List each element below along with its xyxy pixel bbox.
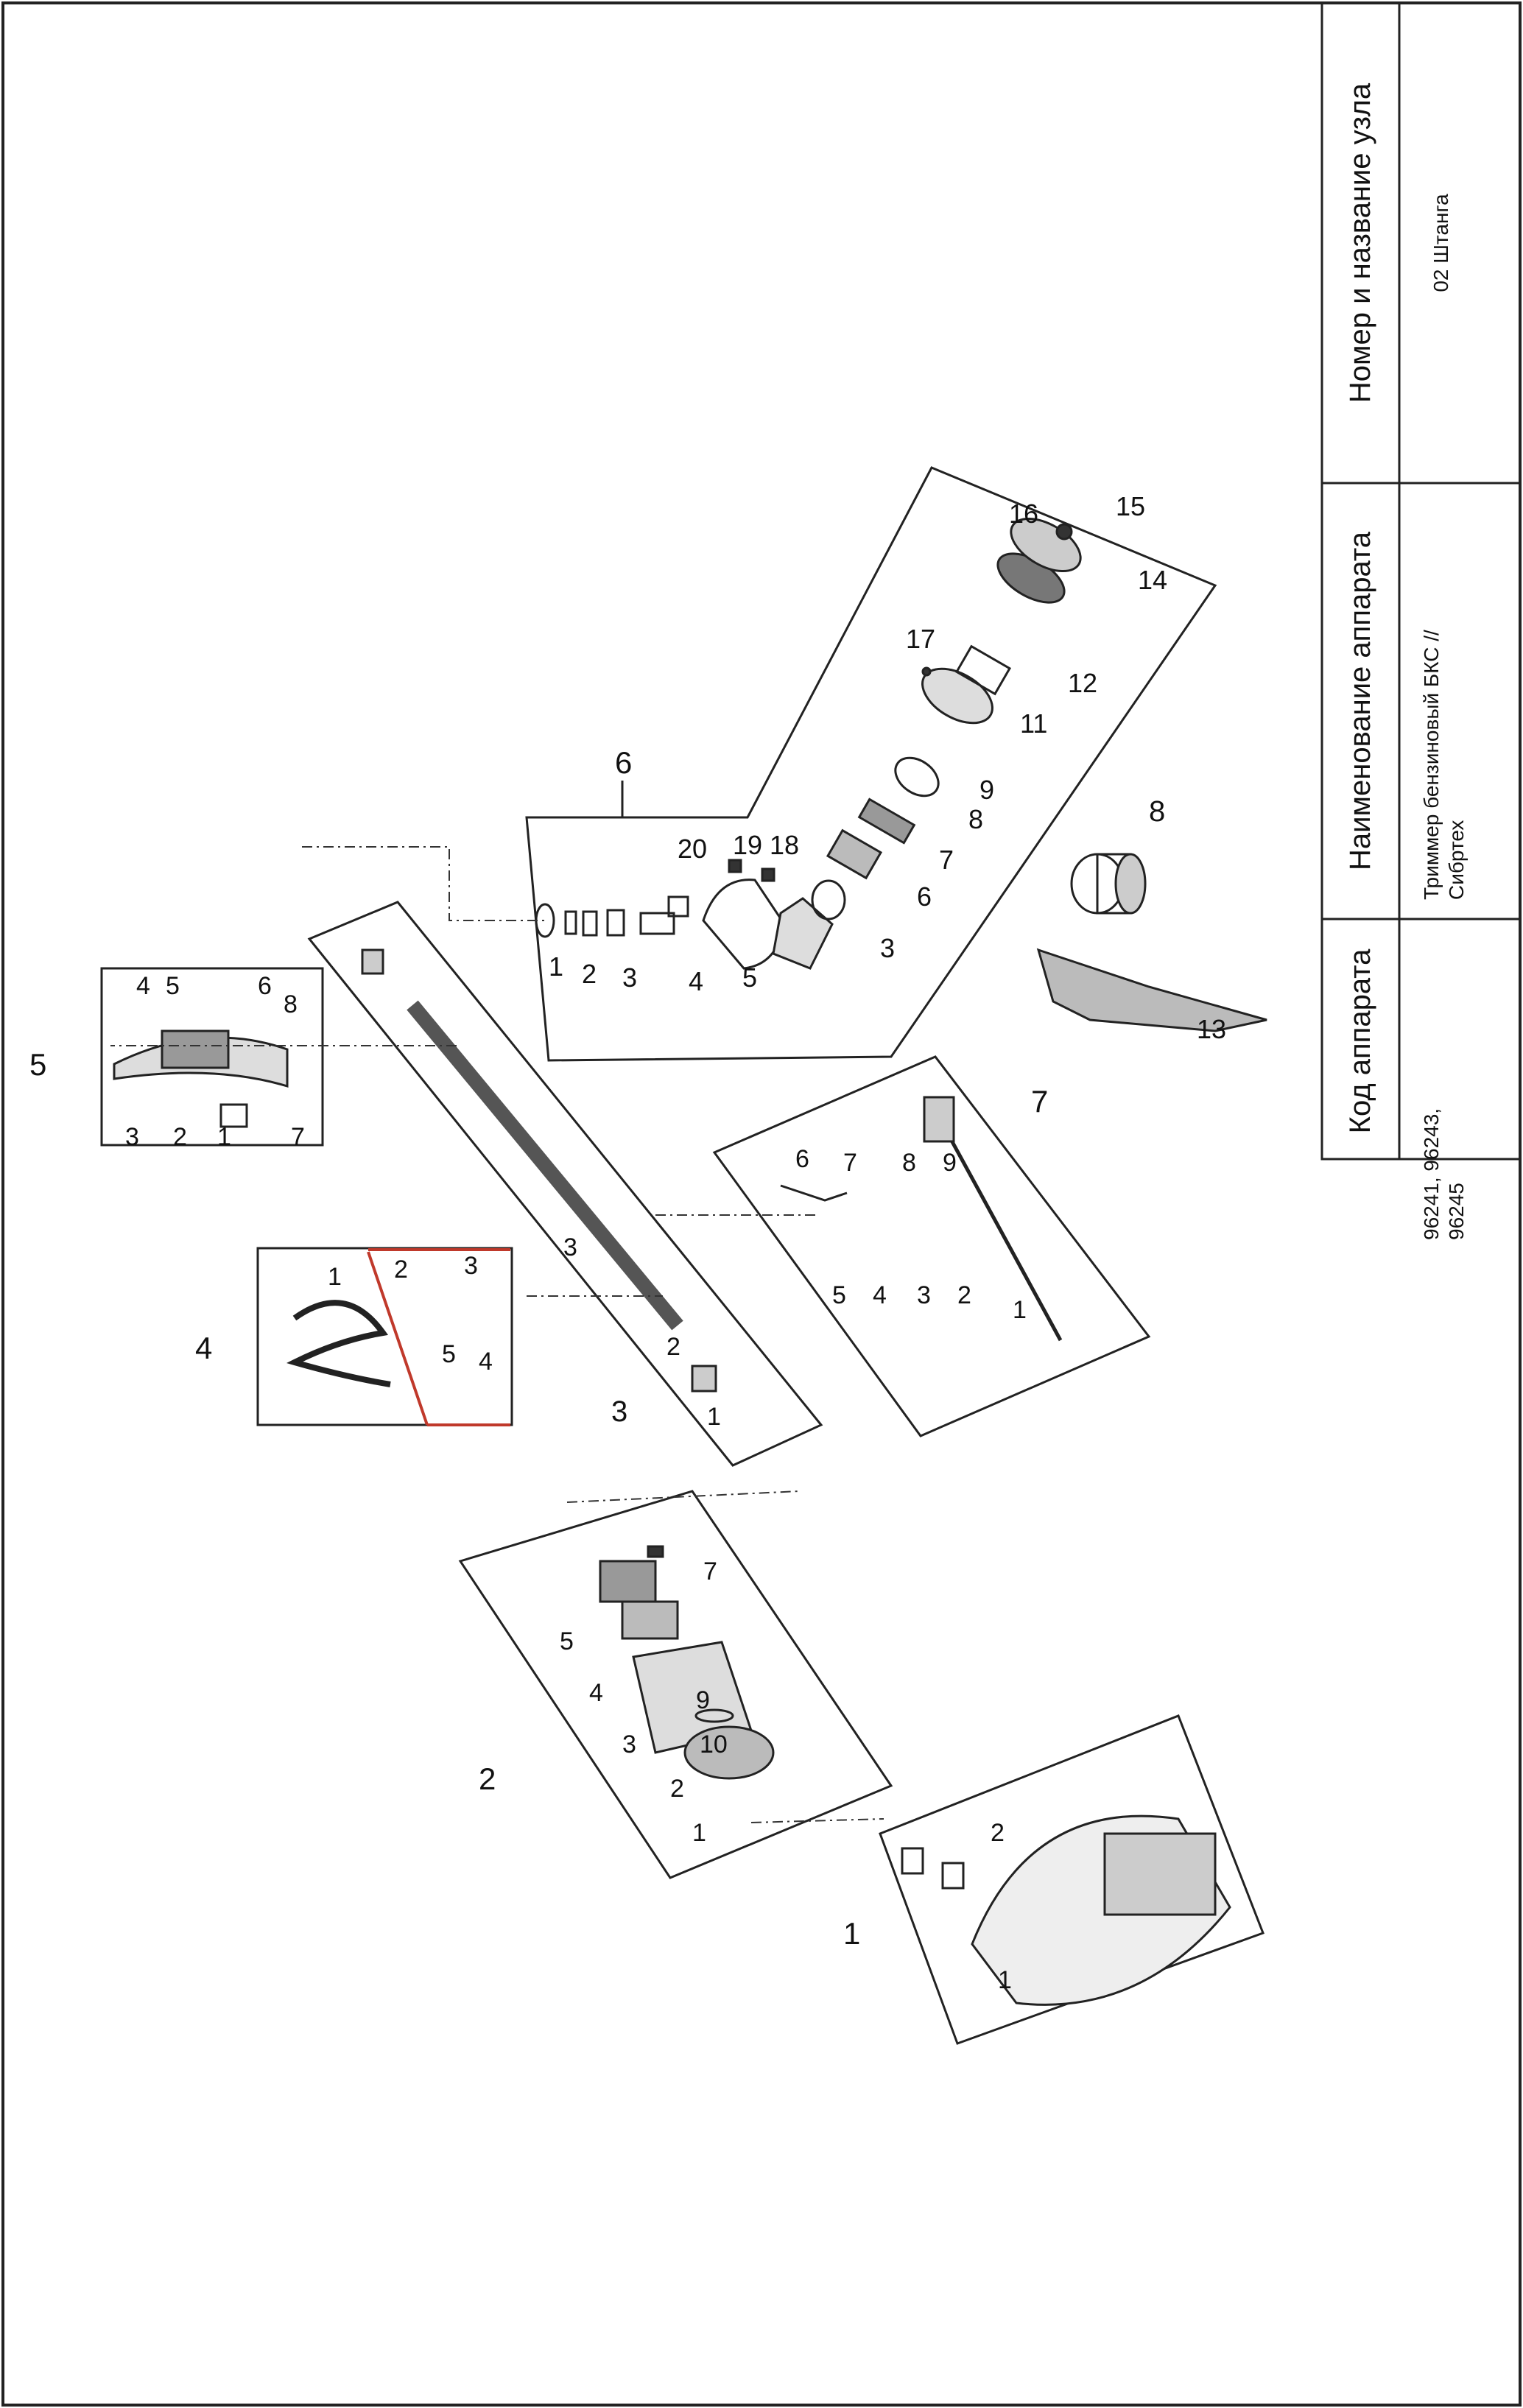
svg-text:2: 2 bbox=[479, 1761, 496, 1796]
svg-text:9: 9 bbox=[696, 1686, 710, 1714]
name-value: Триммер бензиновый БКС // Сибртех bbox=[1420, 630, 1468, 900]
group-13-blade bbox=[1036, 948, 1267, 1032]
svg-text:8: 8 bbox=[902, 1149, 916, 1177]
name-header: Наименование аппарата bbox=[1344, 532, 1376, 870]
svg-text:7: 7 bbox=[703, 1557, 717, 1585]
title-block bbox=[1320, 1, 1522, 1161]
connector-lines bbox=[110, 846, 884, 1823]
svg-text:3: 3 bbox=[611, 1395, 627, 1428]
svg-text:3: 3 bbox=[622, 1731, 636, 1759]
svg-text:5: 5 bbox=[29, 1047, 46, 1082]
svg-text:7: 7 bbox=[939, 845, 954, 875]
svg-text:1: 1 bbox=[217, 1123, 231, 1151]
svg-text:15: 15 bbox=[1116, 491, 1145, 521]
svg-text:5: 5 bbox=[742, 962, 757, 993]
svg-text:5: 5 bbox=[166, 972, 180, 1000]
group-8-label: 8 bbox=[1149, 795, 1165, 828]
group-3-labels: 3 2 1 3 bbox=[563, 1233, 721, 1431]
unit-header: Номер и название узла bbox=[1344, 82, 1376, 404]
svg-text:9: 9 bbox=[943, 1149, 957, 1177]
svg-text:2: 2 bbox=[991, 1819, 1005, 1847]
svg-text:6: 6 bbox=[258, 972, 272, 1000]
svg-text:3: 3 bbox=[464, 1252, 478, 1280]
svg-text:2: 2 bbox=[670, 1775, 684, 1803]
group-7-throttle bbox=[712, 1055, 1151, 1437]
svg-text:8: 8 bbox=[968, 804, 983, 834]
svg-text:3: 3 bbox=[880, 933, 895, 963]
svg-text:2: 2 bbox=[582, 959, 597, 989]
group-3-shaft bbox=[307, 901, 823, 1467]
svg-text:2: 2 bbox=[394, 1256, 408, 1284]
group-8-spool bbox=[1070, 853, 1147, 915]
svg-text:6: 6 bbox=[795, 1145, 809, 1173]
svg-text:7: 7 bbox=[843, 1149, 857, 1177]
svg-text:5: 5 bbox=[442, 1340, 456, 1368]
group-6-labels: 6 1 2 3 4 5 3 6 7 8 9 11 12 14 16 15 17 … bbox=[549, 491, 1167, 996]
svg-text:12: 12 bbox=[1068, 668, 1097, 698]
svg-text:6: 6 bbox=[917, 881, 932, 912]
svg-text:6: 6 bbox=[615, 745, 632, 780]
svg-text:10: 10 bbox=[700, 1731, 728, 1759]
svg-text:2: 2 bbox=[173, 1123, 187, 1151]
svg-text:3: 3 bbox=[125, 1123, 139, 1151]
svg-text:1: 1 bbox=[1013, 1296, 1027, 1324]
svg-text:16: 16 bbox=[1009, 499, 1038, 529]
svg-text:2: 2 bbox=[666, 1333, 680, 1361]
group-1-engine-cover bbox=[879, 1714, 1265, 2045]
svg-text:1: 1 bbox=[998, 1966, 1012, 1994]
svg-text:3: 3 bbox=[622, 962, 637, 993]
svg-text:4: 4 bbox=[689, 966, 703, 996]
group-7-labels: 7 6 7 8 9 5 4 3 2 1 bbox=[795, 1084, 1048, 1324]
svg-text:2: 2 bbox=[957, 1281, 971, 1309]
svg-text:4: 4 bbox=[873, 1281, 887, 1309]
svg-text:3: 3 bbox=[917, 1281, 931, 1309]
group-4-labels: 4 1 2 3 5 4 bbox=[195, 1252, 493, 1376]
svg-text:5: 5 bbox=[560, 1627, 574, 1655]
svg-text:7: 7 bbox=[1031, 1084, 1048, 1119]
group-13-label: 13 bbox=[1197, 1014, 1226, 1044]
svg-text:5: 5 bbox=[832, 1281, 846, 1309]
svg-text:20: 20 bbox=[678, 834, 707, 864]
group-5-labels: 5 4 5 6 8 3 2 1 7 bbox=[29, 972, 305, 1151]
svg-text:7: 7 bbox=[291, 1123, 305, 1151]
svg-text:1: 1 bbox=[843, 1916, 860, 1951]
svg-text:18: 18 bbox=[770, 830, 799, 860]
svg-text:1: 1 bbox=[707, 1403, 721, 1431]
group-1-labels: 1 2 1 bbox=[843, 1819, 1012, 1994]
svg-text:4: 4 bbox=[195, 1331, 212, 1365]
svg-text:1: 1 bbox=[549, 951, 563, 982]
group-5-guard bbox=[100, 967, 324, 1147]
group-6-gear-head bbox=[525, 466, 1217, 1062]
svg-text:9: 9 bbox=[979, 775, 994, 805]
svg-text:11: 11 bbox=[1020, 708, 1047, 739]
svg-text:17: 17 bbox=[906, 624, 935, 654]
svg-text:4: 4 bbox=[589, 1679, 603, 1707]
svg-text:14: 14 bbox=[1138, 565, 1167, 595]
svg-text:3: 3 bbox=[563, 1233, 577, 1261]
svg-text:4: 4 bbox=[136, 972, 150, 1000]
svg-text:19: 19 bbox=[733, 830, 762, 860]
svg-text:8: 8 bbox=[284, 990, 298, 1018]
group-4-harness bbox=[256, 1247, 513, 1426]
group-2-clutch bbox=[458, 1490, 893, 1879]
svg-text:1: 1 bbox=[328, 1263, 342, 1291]
svg-text:4: 4 bbox=[479, 1348, 493, 1376]
group-2-labels: 2 7 5 4 3 9 10 2 1 bbox=[479, 1557, 728, 1847]
unit-value: 02 Штанга bbox=[1429, 194, 1452, 292]
svg-text:1: 1 bbox=[692, 1819, 706, 1847]
